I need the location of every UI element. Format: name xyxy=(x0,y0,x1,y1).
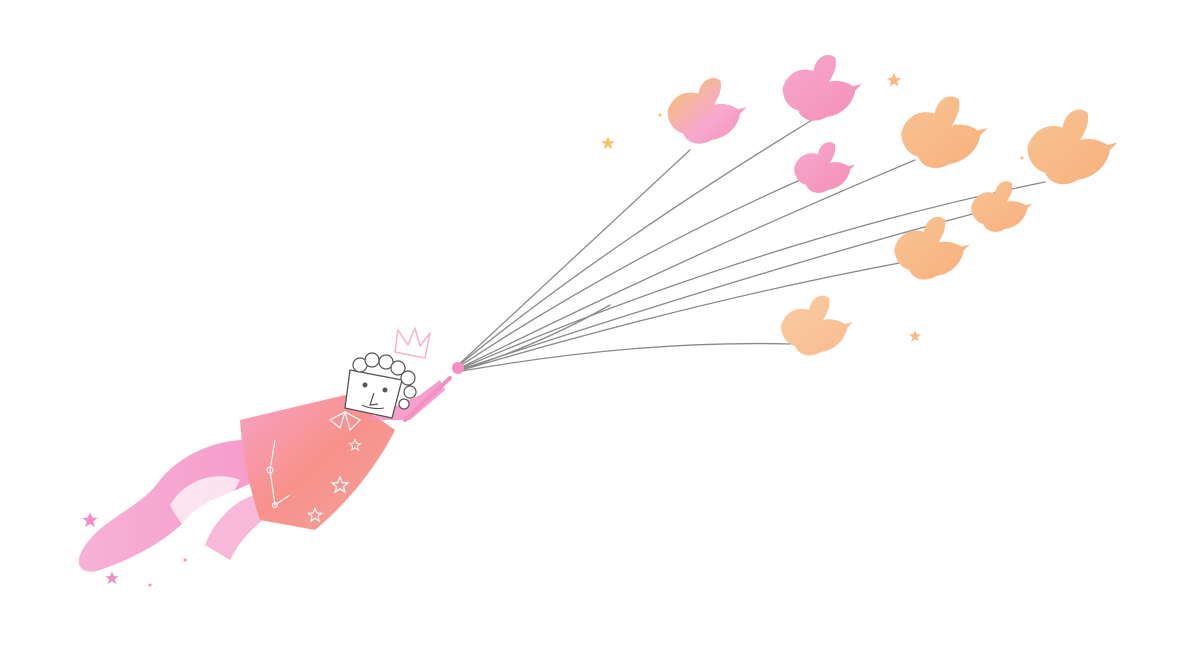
bird-icon xyxy=(781,295,853,356)
star-icon xyxy=(601,136,615,150)
balloon-strings xyxy=(454,119,1046,373)
king-legs xyxy=(78,440,271,572)
star-icon xyxy=(105,571,119,585)
king-cape xyxy=(240,380,445,530)
bow-tie xyxy=(328,410,361,432)
star-icon xyxy=(886,72,902,87)
bird-icon xyxy=(667,78,747,144)
bird-icon xyxy=(971,181,1033,232)
bird-icon xyxy=(894,216,970,280)
star-icon xyxy=(82,512,98,528)
bird-icon xyxy=(794,142,856,193)
cape-constellation xyxy=(266,439,291,509)
star-icon xyxy=(909,330,921,342)
king-hair xyxy=(352,352,417,410)
bird-icon xyxy=(782,55,862,121)
bird-icon xyxy=(901,96,988,169)
king-head xyxy=(344,352,417,419)
sparkle-stars xyxy=(82,72,1024,587)
bird-icon xyxy=(1027,109,1118,185)
crown-icon xyxy=(394,327,431,359)
bird-flock xyxy=(667,55,1118,356)
king-arm xyxy=(403,376,452,422)
king-hand xyxy=(452,362,464,374)
